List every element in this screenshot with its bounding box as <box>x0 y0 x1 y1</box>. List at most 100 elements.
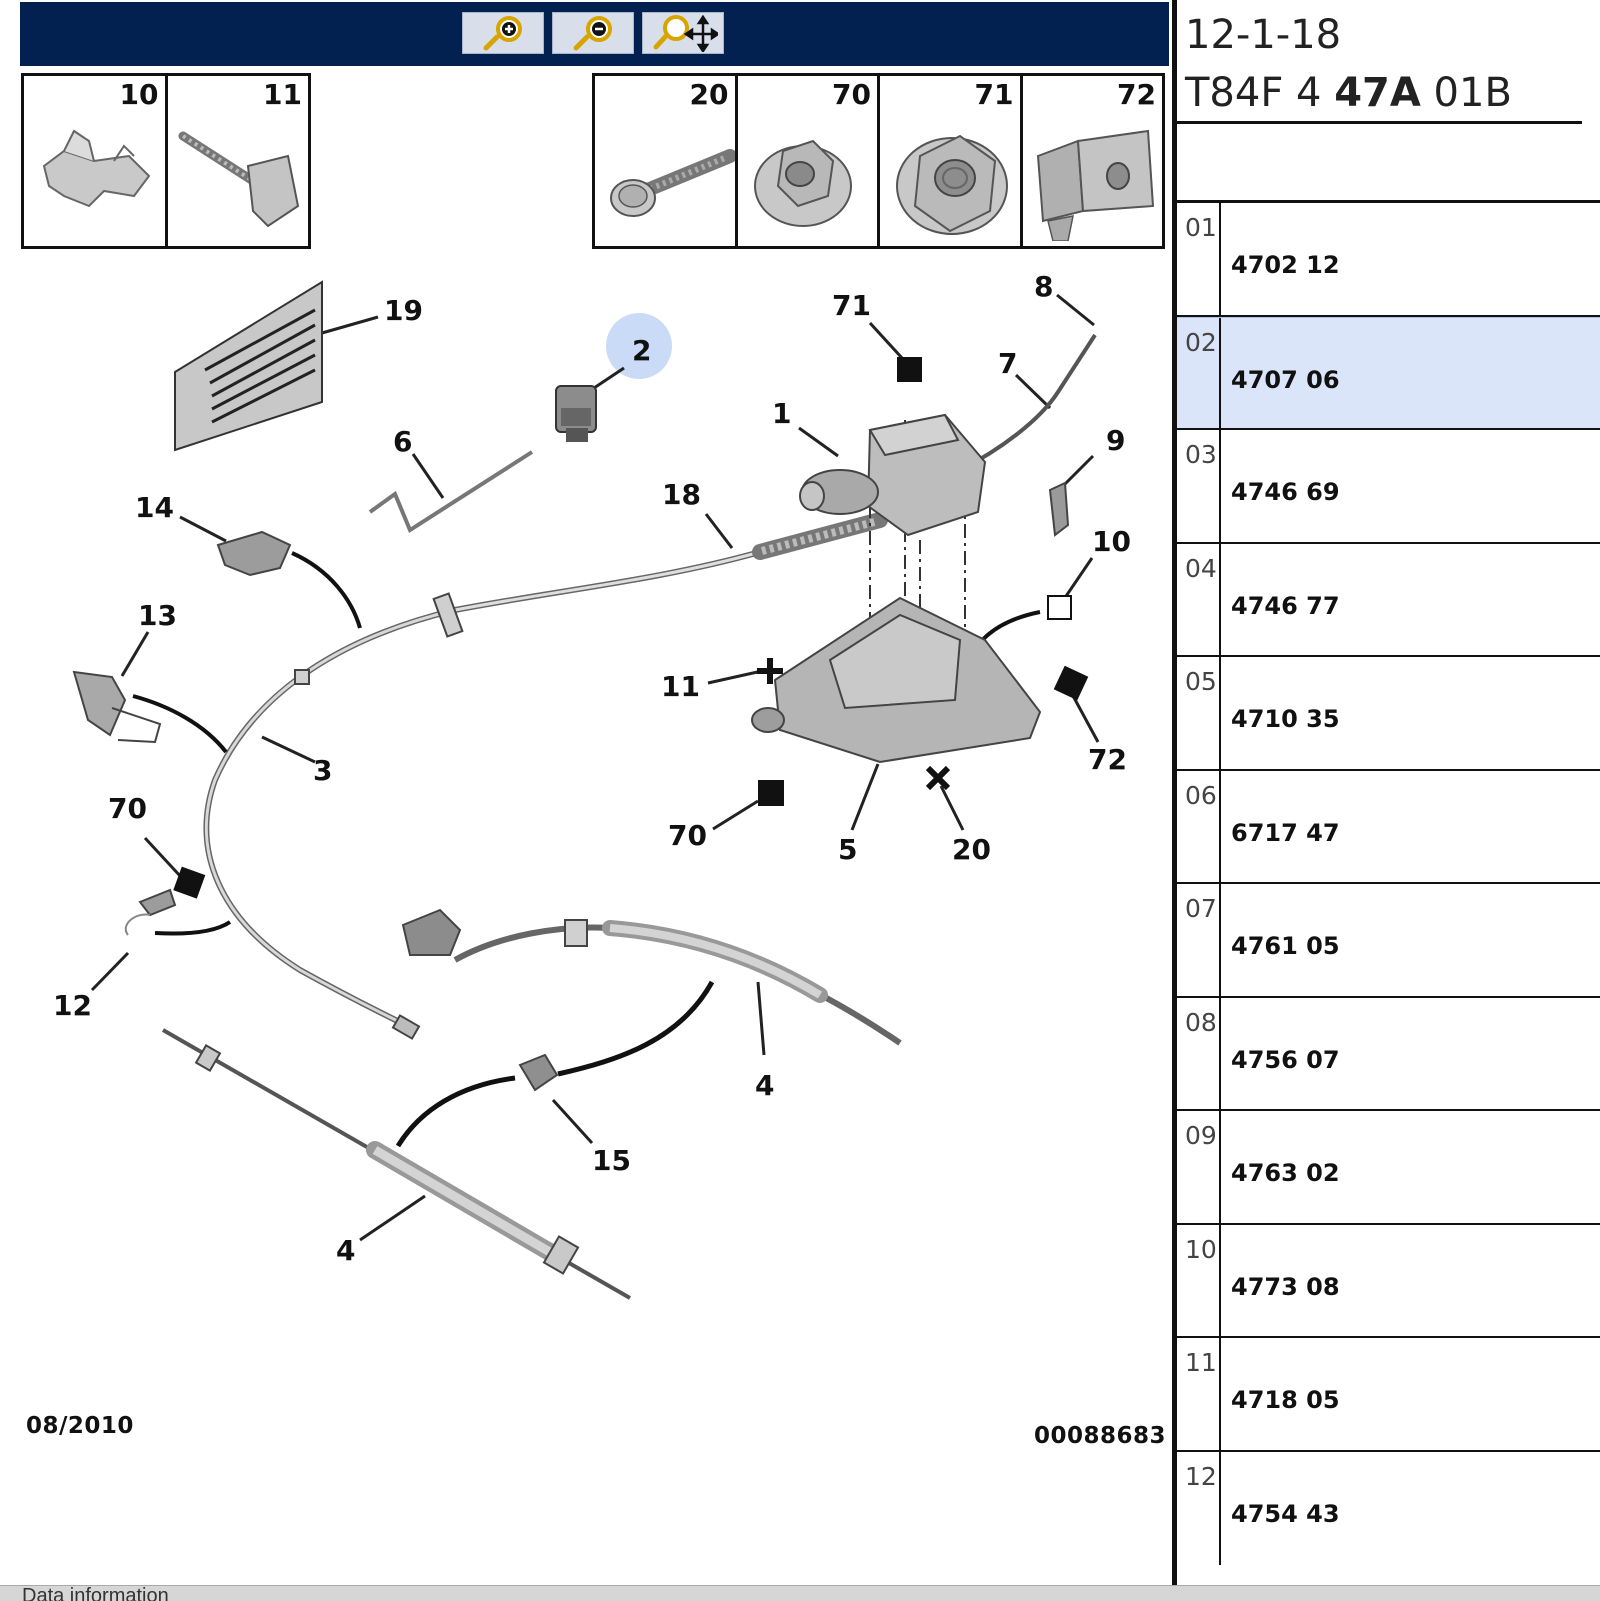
diagram-toolbar <box>20 2 1169 66</box>
row-index: 06 <box>1177 770 1221 882</box>
row-index: 11 <box>1177 1338 1221 1450</box>
parts-row-01[interactable]: 01 4702 12 <box>1177 203 1600 317</box>
clip-14-shape <box>216 530 292 577</box>
callout-2[interactable]: 2 <box>632 334 652 367</box>
flange-bolt-icon <box>610 149 735 217</box>
bracket-13-shape <box>72 670 127 737</box>
callout-19[interactable]: 19 <box>384 294 423 327</box>
thumb-cage-nut[interactable]: 72 <box>1023 76 1163 246</box>
callout-72[interactable]: 72 <box>1088 743 1127 776</box>
thumb-label: 11 <box>263 78 302 111</box>
part-number: 4761 05 <box>1231 932 1340 960</box>
thumb-label: 20 <box>689 78 729 111</box>
callout-4-right[interactable]: 4 <box>755 1069 775 1102</box>
part-number: 4746 69 <box>1231 478 1340 506</box>
thumb-label: 71 <box>974 78 1014 111</box>
part-number: 4756 07 <box>1231 1045 1340 1074</box>
parts-row-09[interactable]: 09 4763 02 <box>1177 1111 1600 1225</box>
part-number: 6717 47 <box>1231 818 1340 847</box>
callout-11[interactable]: 11 <box>661 670 700 703</box>
symbol-markers <box>173 357 1089 899</box>
callout-1[interactable]: 1 <box>772 397 792 430</box>
thumb-clip[interactable]: 10 <box>24 76 168 246</box>
pan-zoom-button[interactable] <box>642 12 724 54</box>
diagram-reference: 12-1-18 <box>1185 12 1342 58</box>
callout-3[interactable]: 3 <box>313 754 333 787</box>
callout-71[interactable]: 71 <box>832 289 871 322</box>
callout-70-right[interactable]: 70 <box>668 819 707 852</box>
diagram-date: 08/2010 <box>26 1413 134 1439</box>
parts-row-05[interactable]: 05 4710 35 <box>1177 657 1600 771</box>
row-index: 09 <box>1177 1111 1221 1223</box>
part-number: 4746 77 <box>1231 591 1340 620</box>
pan-zoom-icon <box>653 14 718 52</box>
support-base-shape <box>751 596 1042 764</box>
parts-row-06[interactable]: 06 6717 47 <box>1177 770 1600 884</box>
hardware-thumbnails-left: 10 11 <box>21 73 311 249</box>
zoom-out-button[interactable] <box>552 12 634 54</box>
flange-nut-icon <box>753 139 852 227</box>
part-number: 4707 06 <box>1231 365 1340 394</box>
row-index: 02 <box>1177 317 1221 428</box>
vehicle-code-suffix: 01B <box>1420 70 1512 116</box>
parts-row-04[interactable]: 04 4746 77 <box>1177 543 1600 657</box>
callout-5[interactable]: 5 <box>838 833 858 866</box>
thumb-flange-bolt[interactable]: 20 <box>595 76 738 246</box>
clip-12-shape <box>138 888 177 917</box>
status-text: Data information <box>22 1585 169 1601</box>
part-number: 4710 35 <box>1231 705 1340 733</box>
callout-15[interactable]: 15 <box>592 1144 631 1177</box>
callout-12[interactable]: 12 <box>53 989 92 1022</box>
screw-clip-icon <box>178 131 299 228</box>
callout-13[interactable]: 13 <box>138 599 177 632</box>
callout-14[interactable]: 14 <box>135 491 174 524</box>
cage-nut-icon <box>1036 129 1154 241</box>
callout-6[interactable]: 6 <box>393 425 413 458</box>
thumb-flange-nut[interactable]: 70 <box>738 76 880 246</box>
callout-20[interactable]: 20 <box>952 833 991 866</box>
parts-row-08[interactable]: 08 4756 07 <box>1177 997 1600 1111</box>
callout-70-left[interactable]: 70 <box>108 792 147 825</box>
clip-icon <box>42 129 151 208</box>
divider <box>1177 121 1582 124</box>
row-index: 08 <box>1177 997 1221 1109</box>
row-index: 05 <box>1177 657 1221 769</box>
zoom-out-icon <box>573 16 612 51</box>
parts-row-10[interactable]: 10 4773 08 <box>1177 1224 1600 1338</box>
vehicle-code: T84F 4 47A 01B <box>1185 70 1512 116</box>
thumb-hex-nut[interactable]: 71 <box>880 76 1023 246</box>
hex-nut-icon <box>896 134 1008 235</box>
zoom-in-button[interactable] <box>462 12 544 54</box>
callout-10[interactable]: 10 <box>1092 525 1131 558</box>
part-number: 4763 02 <box>1231 1159 1340 1187</box>
vehicle-code-bold: 47A <box>1334 70 1421 116</box>
row-index: 01 <box>1177 203 1221 315</box>
drawing-number: 00088683 <box>1034 1423 1167 1449</box>
part-number: 4773 08 <box>1231 1272 1340 1301</box>
cable-end-bracket-shape <box>401 908 462 956</box>
parts-list-panel: 12-1-18 T84F 4 47A 01B 01 4702 12 02 4707 … <box>1172 0 1600 1585</box>
label-sheet-shape <box>174 280 323 452</box>
callout-8[interactable]: 8 <box>1034 270 1054 303</box>
row-index: 04 <box>1177 543 1221 655</box>
clip-15-shape <box>518 1053 559 1092</box>
row-index: 10 <box>1177 1224 1221 1336</box>
status-bar: Data information <box>0 1585 1600 1601</box>
callout-18[interactable]: 18 <box>662 478 701 511</box>
callout-7[interactable]: 7 <box>998 347 1018 380</box>
divider <box>1177 200 1600 203</box>
callout-9[interactable]: 9 <box>1106 424 1126 457</box>
zoom-in-icon <box>483 16 522 51</box>
vehicle-code-prefix: T84F 4 <box>1185 70 1335 116</box>
callout-4-left[interactable]: 4 <box>336 1234 356 1267</box>
part-number: 4702 12 <box>1231 251 1340 279</box>
parts-row-02[interactable]: 02 4707 06 <box>1177 316 1600 430</box>
thumb-screw-clip[interactable]: 11 <box>168 76 309 246</box>
actuator-motor-shape <box>799 413 987 537</box>
thumb-label: 10 <box>119 78 159 111</box>
